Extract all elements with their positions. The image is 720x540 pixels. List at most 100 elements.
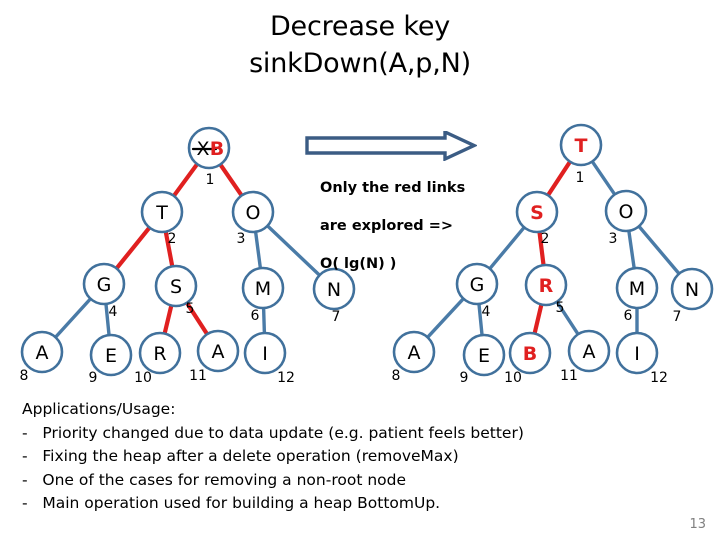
left-tree-node: T2 [140, 190, 184, 247]
left-tree-node-index: 7 [332, 309, 341, 325]
right-tree-node-circle [567, 329, 611, 373]
left-tree-node-label: T [155, 202, 168, 224]
right-tree-node-index: 5 [556, 300, 565, 316]
right-tree-edge [590, 158, 617, 198]
right-tree-edge [545, 158, 573, 199]
left-tree-node-label: A [212, 341, 225, 363]
left-tree-node-overlay-label: B [210, 138, 224, 160]
left-tree-node-label: O [246, 202, 261, 224]
left-tree-edge [104, 301, 111, 338]
right-tree-node-label: E [478, 345, 490, 367]
annotation-text: Only the red links are explored => O( lg… [320, 160, 465, 293]
right-tree-node-index: 6 [624, 308, 633, 324]
left-tree-node-index: 4 [109, 304, 118, 320]
right-tree-node: T1 [559, 123, 603, 186]
left-tree-node: O3 [231, 190, 275, 247]
left-tree-node-circle [140, 190, 184, 234]
right-tree-node: B10 [504, 331, 552, 386]
left-tree-node: I12 [243, 331, 295, 386]
right-tree-node-index: 12 [650, 370, 668, 386]
right-tree-node-index: 8 [392, 368, 401, 384]
right-tree-edge [532, 301, 544, 337]
left-tree-node-circle [312, 267, 356, 311]
right-tree-node: M6 [615, 266, 659, 324]
right-tree-node-label: S [530, 202, 544, 224]
left-tree-edge [171, 161, 200, 199]
right-tree-node-label: A [583, 341, 596, 363]
right-tree-node: I 12 [615, 331, 668, 386]
left-tree-node-label: S [170, 276, 182, 298]
left-tree-node-label: N [327, 279, 341, 301]
left-tree-node: A 11 [189, 329, 240, 384]
left-tree-edge [261, 305, 267, 336]
right-tree-node-label: N [685, 279, 699, 301]
right-tree-node-circle [508, 331, 552, 375]
left-tree-node-index: 2 [168, 231, 177, 247]
right-tree-node-circle [559, 123, 603, 167]
right-tree-node-label: I [634, 343, 640, 365]
right-tree-node-label: G [470, 274, 485, 296]
right-arrow-icon [305, 129, 479, 165]
right-tree-node-circle [670, 267, 714, 311]
annotation-line-3: O( lg(N) ) [320, 256, 397, 272]
left-tree-node-circle [231, 190, 275, 234]
right-tree-node-circle [524, 263, 568, 307]
left-tree-node-label: M [255, 278, 271, 300]
left-tree-node: E9 [89, 333, 133, 386]
title-line-1: Decrease key [269, 11, 451, 42]
left-tree-links [53, 161, 322, 340]
left-tree-node: A8 [20, 330, 64, 384]
right-tree-node: O3 [604, 189, 648, 247]
right-tree-node-index: 2 [541, 231, 550, 247]
right-tree-edge [425, 296, 466, 340]
left-tree-node: G4 [82, 262, 126, 320]
application-bullet: - Main operation used for building a hea… [22, 494, 441, 512]
right-tree-node: N7 [670, 267, 714, 325]
left-tree-edge [184, 299, 210, 338]
applications-block: Applications/Usage: - Priority changed d… [22, 398, 642, 516]
right-tree-node: A11 [560, 329, 611, 384]
left-tree-node-index: 10 [134, 370, 152, 386]
left-tree-edge [53, 296, 93, 340]
left-tree-edge [163, 228, 175, 270]
right-tree-node-label: R [539, 275, 554, 297]
right-tree-edge [477, 301, 484, 338]
right-tree-node-index: 7 [673, 309, 682, 325]
right-tree-node: G4 [455, 262, 499, 320]
left-tree-node-label: A [36, 342, 49, 364]
left-tree-node: S5 [154, 264, 198, 317]
left-tree-node-label: I [262, 343, 268, 365]
left-tree-node-circle [20, 330, 64, 374]
title-line-2: sinkDown(A,p,N) [249, 48, 471, 79]
right-tree-node: R5 [524, 263, 568, 316]
right-tree-node-index: 9 [460, 370, 469, 386]
right-tree-node-circle [615, 266, 659, 310]
application-bullet: - One of the cases for removing a non-ro… [22, 470, 407, 489]
left-tree-node-circle [241, 266, 285, 310]
right-tree-node-index: 1 [576, 170, 585, 186]
right-tree-edge [537, 228, 546, 269]
right-tree-edge [636, 223, 682, 277]
left-tree-node-label: R [153, 343, 166, 365]
right-tree-node: A8 [392, 330, 436, 384]
left-tree-node-circle [82, 262, 126, 306]
right-tree-node-circle [462, 333, 506, 377]
left-tree-node-index: 5 [186, 301, 195, 317]
left-tree-edge [253, 229, 263, 271]
left-tree-node: R10 [134, 331, 182, 386]
left-tree-node-label: G [97, 274, 112, 296]
left-tree-node-label: E [105, 345, 117, 367]
right-tree-edge [626, 228, 637, 271]
right-tree-node-label: O [619, 201, 634, 223]
left-tree-node-circle [243, 331, 287, 375]
left-tree-edge [265, 223, 322, 278]
left-tree-node-index: 9 [89, 370, 98, 386]
left-tree-edge [217, 161, 245, 199]
left-tree-node-index: 11 [189, 368, 207, 384]
right-tree-node: E9 [460, 333, 506, 386]
right-tree-node-circle [392, 330, 436, 374]
